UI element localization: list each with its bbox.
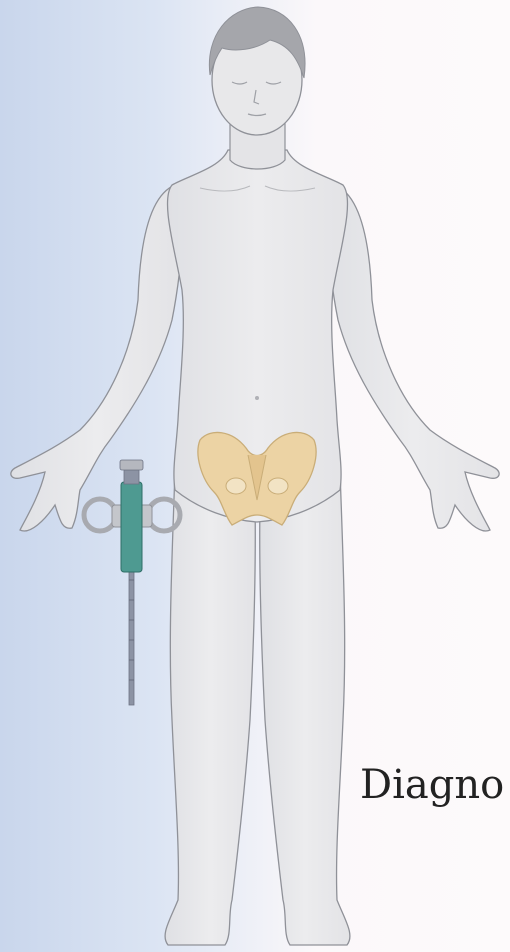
right-arm xyxy=(327,185,499,531)
biopsy-needle xyxy=(84,460,180,705)
left-arm xyxy=(11,185,183,531)
needle-handle-left xyxy=(84,499,116,531)
right-leg xyxy=(260,470,350,945)
diagram-caption: Diagno xyxy=(360,765,504,805)
left-leg xyxy=(165,470,255,945)
navel xyxy=(255,396,259,400)
needle-hub xyxy=(121,482,142,572)
needle-shaft xyxy=(129,560,134,705)
